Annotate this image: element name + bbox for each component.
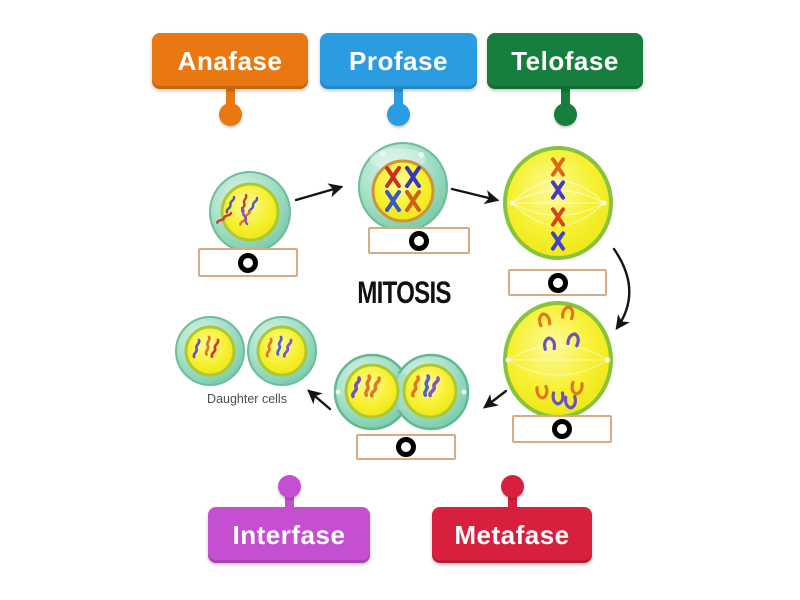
pin-stem (507, 489, 517, 509)
label-card-box: Profase (320, 33, 477, 89)
anaphase-cell (503, 301, 613, 419)
answer-slot-telophase[interactable] (356, 434, 456, 460)
label-card-metafase[interactable]: Metafase (432, 475, 592, 563)
daughter-cells (175, 316, 317, 386)
drop-target-ring (409, 230, 429, 251)
label-card-telofase[interactable]: Telofase (487, 33, 643, 126)
drop-target-ring (396, 437, 416, 457)
arrow-telophase-to-daughters (307, 389, 332, 411)
pin-ball (218, 103, 242, 126)
arrow-anaphase-to-telophase (483, 389, 508, 409)
pin-stem (394, 87, 403, 109)
answer-slot-metaphase[interactable] (508, 269, 607, 296)
cycle-arrows (294, 183, 631, 411)
answer-slot-anaphase[interactable] (512, 415, 612, 443)
label-card-anafase[interactable]: Anafase (152, 33, 308, 126)
drop-target-ring (238, 252, 258, 273)
prophase-cell (358, 142, 448, 232)
daughter-cells-caption: Daughter cells (207, 392, 287, 406)
label-text: Interfase (232, 519, 346, 550)
interphase-cell (209, 171, 291, 253)
label-card-box: Interfase (208, 507, 370, 563)
telophase-cell (333, 353, 470, 431)
label-text: Metafase (454, 519, 570, 550)
label-text: Profase (349, 45, 448, 76)
label-text: Telofase (511, 45, 619, 76)
arrow-interphase-to-prophase (294, 183, 344, 202)
label-card-box: Metafase (432, 507, 592, 563)
mitosis-title: MITOSIS (357, 275, 451, 310)
pin-ball (500, 475, 524, 498)
label-card-box: Anafase (152, 33, 308, 89)
label-card-box: Telofase (487, 33, 643, 89)
answer-slot-interphase[interactable] (198, 248, 298, 277)
pin-ball (553, 103, 577, 126)
label-card-profase[interactable]: Profase (320, 33, 477, 126)
pin-ball (277, 475, 301, 498)
label-text: Anafase (177, 45, 283, 76)
pin-stem (284, 489, 294, 509)
pin-stem (225, 87, 235, 109)
pin-ball (387, 103, 410, 126)
pin-stem (560, 87, 570, 109)
label-card-interfase[interactable]: Interfase (208, 475, 370, 563)
drop-target-ring (552, 419, 572, 439)
arrow-prophase-to-metaphase (450, 187, 500, 205)
arrow-metaphase-to-anaphase (612, 247, 631, 330)
metaphase-cell (503, 146, 613, 260)
drop-target-ring (547, 272, 568, 293)
answer-slot-prophase[interactable] (368, 227, 470, 254)
